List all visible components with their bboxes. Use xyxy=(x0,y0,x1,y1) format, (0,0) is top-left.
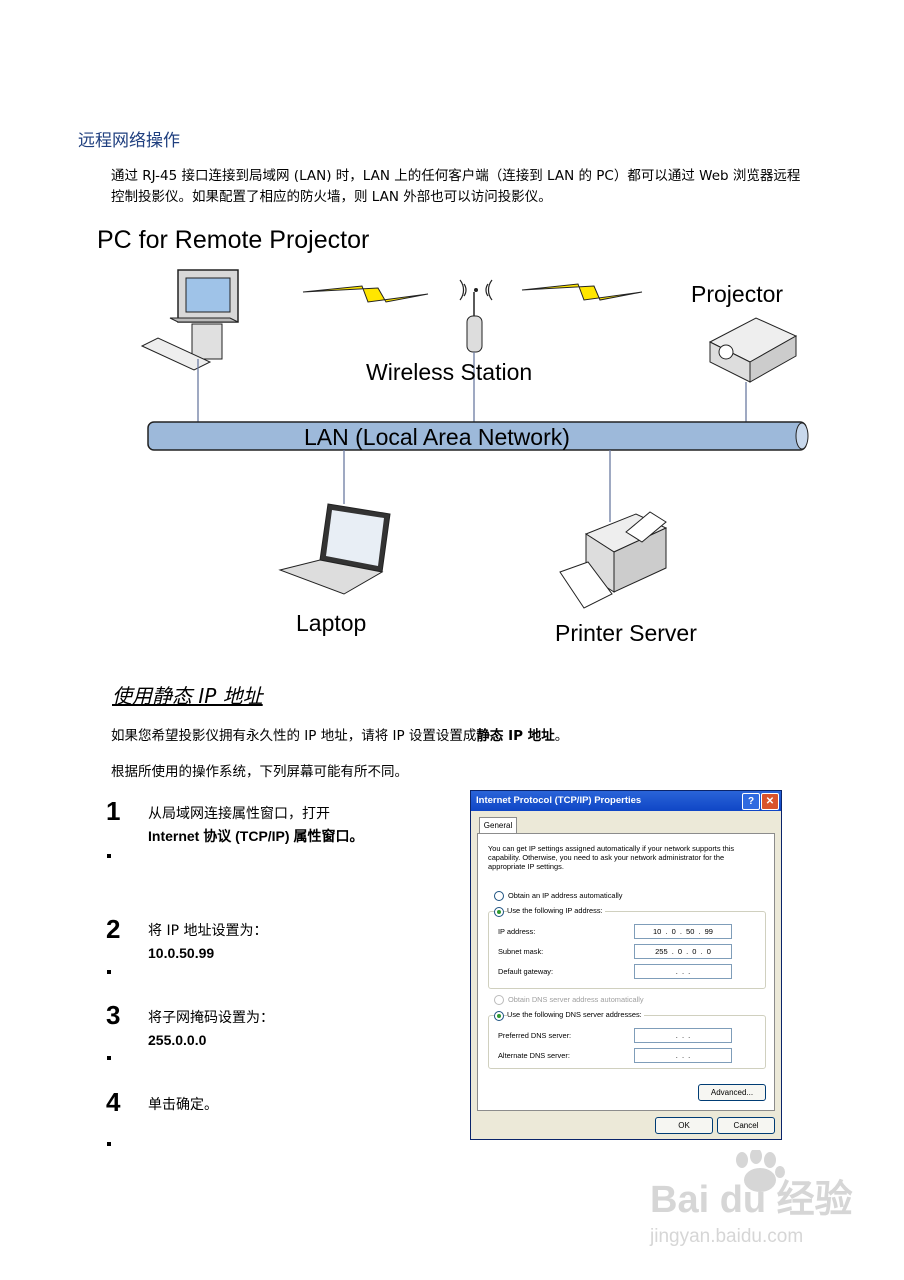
watermark-url: jingyan.baidu.com xyxy=(649,1226,803,1247)
step-bullet-2 xyxy=(107,970,111,974)
dialog-title-bar[interactable]: Internet Protocol (TCP/IP) Properties ? … xyxy=(471,791,781,811)
subnet-mask-field[interactable]: 255 . 0 . 0 . 0 xyxy=(634,944,732,959)
step-number-1: 1 xyxy=(106,796,121,826)
pc-icon xyxy=(140,269,239,422)
tcpip-properties-dialog: Internet Protocol (TCP/IP) Properties ? … xyxy=(470,790,782,1140)
default-gateway-label: Default gateway: xyxy=(498,967,554,976)
watermark-brand: Bai du 经验 xyxy=(650,1179,853,1221)
os-note-paragraph: 根据所使用的操作系统，下列屏幕可能有所不同。 xyxy=(111,764,408,780)
close-button[interactable]: ✕ xyxy=(761,793,779,810)
step-3-text: 将子网掩码设置为： 255.0.0.0 xyxy=(148,1007,274,1051)
wireless-station-label: Wireless Station xyxy=(366,359,532,385)
laptop-icon xyxy=(278,450,391,595)
preferred-dns-field[interactable]: . . . xyxy=(634,1028,732,1043)
general-panel: You can get IP settings assigned automat… xyxy=(477,833,775,1111)
static-ip-paragraph: 如果您希望投影仪拥有永久性的 IP 地址，请将 IP 设置设置成静态 IP 地址… xyxy=(111,724,568,744)
manual-ip-label: Use the following IP address: xyxy=(507,906,605,915)
lan-label: LAN (Local Area Network) xyxy=(304,424,570,450)
dialog-description: You can get IP settings assigned automat… xyxy=(488,844,735,871)
step-2-text: 将 IP 地址设置为： 10.0.50.99 xyxy=(148,920,267,964)
printer-server-label: Printer Server xyxy=(555,620,697,646)
wireless-signal-right-icon xyxy=(521,283,643,301)
preferred-dns-label: Preferred DNS server: xyxy=(498,1031,572,1040)
step-4-text: 单击确定。 xyxy=(148,1094,218,1116)
step-1-line2: Internet 协议 (TCP/IP) 属性窗口。 xyxy=(148,828,364,844)
ip-address-field[interactable]: 10 . 0 . 50 . 99 xyxy=(634,924,732,939)
advanced-button[interactable]: Advanced... xyxy=(698,1084,766,1101)
para1-bold: 静态 IP 地址 xyxy=(476,728,555,744)
lan-bar xyxy=(147,421,809,451)
para1-suffix: 。 xyxy=(554,728,569,744)
baidu-watermark-logo: Bai du 经验 jingyan.baidu.com xyxy=(649,1150,853,1247)
auto-ip-label: Obtain an IP address automatically xyxy=(508,891,623,900)
section-title: 远程网络操作 xyxy=(78,131,180,151)
alternate-dns-field[interactable]: . . . xyxy=(634,1048,732,1063)
manual-ip-radio[interactable] xyxy=(494,907,504,917)
ok-button[interactable]: OK xyxy=(655,1117,713,1134)
default-gateway-field[interactable]: . . . xyxy=(634,964,732,979)
step-bullet-1 xyxy=(107,854,111,858)
wireless-station-icon xyxy=(459,279,493,422)
step-1-line1: 从局域网连接属性窗口，打开 xyxy=(148,806,330,822)
auto-dns-label: Obtain DNS server address automatically xyxy=(508,995,644,1004)
projector-label: Projector xyxy=(691,281,783,307)
ip-address-label: IP address: xyxy=(498,927,536,936)
step-4-line1: 单击确定。 xyxy=(148,1097,218,1113)
tab-general[interactable]: General xyxy=(479,817,517,834)
step-2-line1: 将 IP 地址设置为： xyxy=(148,923,268,939)
step-number-2: 2 xyxy=(106,914,121,944)
step-number-4: 4 xyxy=(106,1087,121,1117)
ip-settings-group xyxy=(488,911,766,989)
diagram-title: PC for Remote Projector xyxy=(97,226,369,254)
step-bullet-4 xyxy=(107,1142,111,1146)
step-1-text: 从局域网连接属性窗口，打开 Internet 协议 (TCP/IP) 属性窗口。 xyxy=(148,803,363,847)
step-3-line2: 255.0.0.0 xyxy=(148,1032,207,1048)
auto-ip-radio[interactable] xyxy=(494,891,504,901)
subsection-title: 使用静态 IP 地址 xyxy=(112,684,263,708)
auto-dns-radio[interactable] xyxy=(494,995,504,1005)
step-2-line2: 10.0.50.99 xyxy=(148,945,215,961)
laptop-label: Laptop xyxy=(296,610,366,636)
step-bullet-3 xyxy=(107,1056,111,1060)
cancel-button[interactable]: Cancel xyxy=(717,1117,775,1134)
intro-paragraph: 通过 RJ-45 接口连接到局域网 (LAN) 时，LAN 上的任何客户端（连接… xyxy=(111,168,801,205)
wireless-signal-left-icon xyxy=(302,285,429,303)
help-button[interactable]: ? xyxy=(742,793,760,810)
printer-icon xyxy=(559,450,668,609)
manual-dns-radio[interactable] xyxy=(494,1011,504,1021)
step-number-3: 3 xyxy=(106,1000,121,1030)
manual-dns-label: Use the following DNS server addresses: xyxy=(507,1010,644,1019)
step-3-line1: 将子网掩码设置为： xyxy=(148,1010,274,1026)
network-diagram: PC for Remote Projector Wireless Station… xyxy=(97,226,809,646)
projector-icon xyxy=(708,317,798,422)
para1-prefix: 如果您希望投影仪拥有永久性的 IP 地址，请将 IP 设置设置成 xyxy=(111,728,477,744)
paw-icon xyxy=(736,1150,785,1192)
dialog-title: Internet Protocol (TCP/IP) Properties xyxy=(476,795,642,806)
subnet-mask-label: Subnet mask: xyxy=(498,947,544,956)
alternate-dns-label: Alternate DNS server: xyxy=(498,1051,570,1060)
